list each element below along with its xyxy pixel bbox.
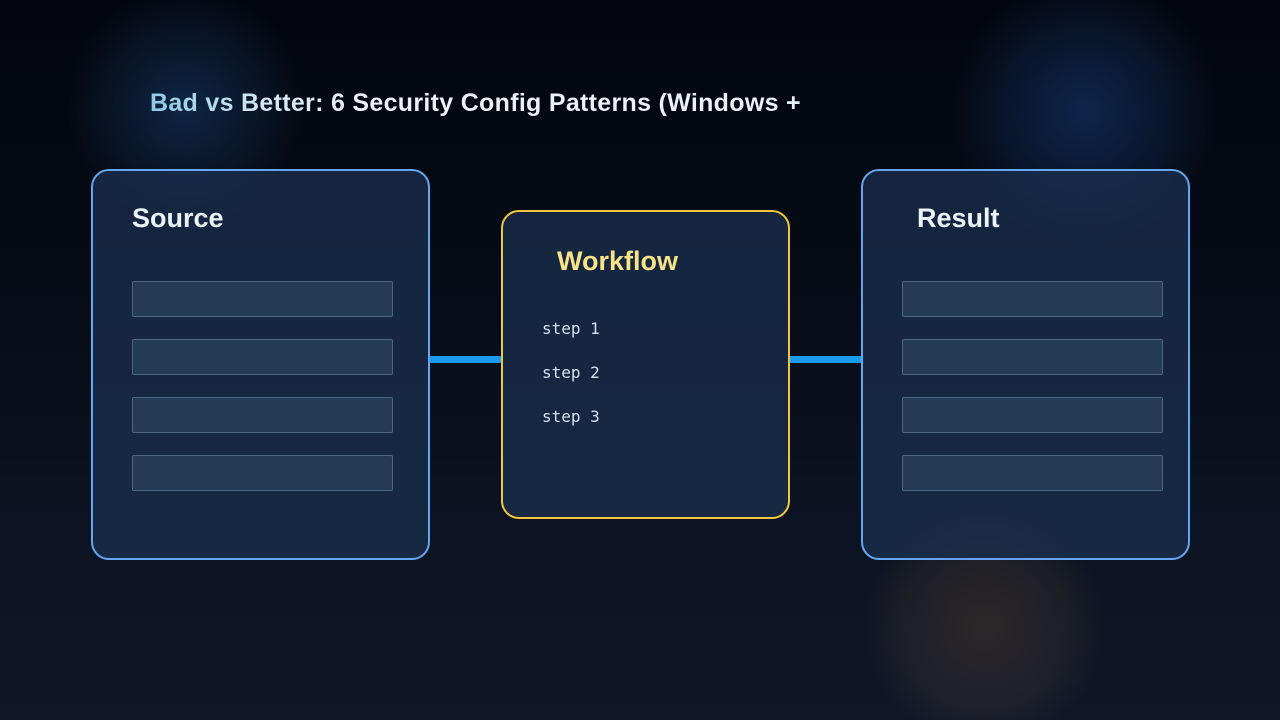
- result-panel: Result: [861, 169, 1190, 560]
- placeholder-row: [132, 397, 393, 433]
- workflow-panel: Workflow step 1 step 2 step 3: [501, 210, 790, 519]
- result-panel-heading: Result: [917, 203, 1000, 233]
- workflow-step: step 3: [542, 407, 600, 426]
- placeholder-row: [902, 455, 1163, 491]
- source-panel-heading: Source: [132, 203, 224, 233]
- source-panel: Source: [91, 169, 430, 560]
- placeholder-row: [902, 281, 1163, 317]
- workflow-step: step 2: [542, 363, 600, 382]
- workflow-step: step 1: [542, 319, 600, 338]
- connector-workflow-to-result: [790, 356, 862, 363]
- placeholder-row: [132, 455, 393, 491]
- connector-source-to-workflow: [430, 356, 501, 363]
- placeholder-row: [902, 397, 1163, 433]
- page-title: Bad vs Better: 6 Security Config Pattern…: [150, 89, 801, 117]
- placeholder-row: [132, 281, 393, 317]
- placeholder-row: [902, 339, 1163, 375]
- workflow-steps-list: step 1 step 2 step 3: [542, 320, 600, 426]
- source-placeholder-rows: [132, 281, 393, 491]
- result-placeholder-rows: [902, 281, 1163, 491]
- workflow-panel-heading: Workflow: [557, 246, 678, 276]
- placeholder-row: [132, 339, 393, 375]
